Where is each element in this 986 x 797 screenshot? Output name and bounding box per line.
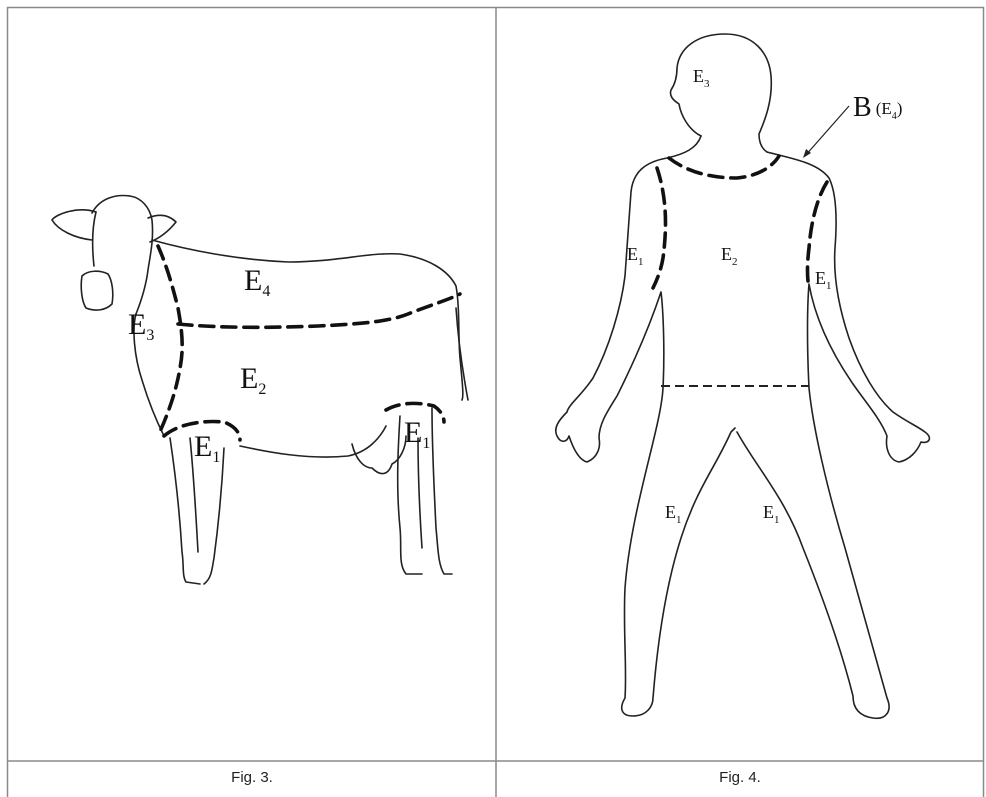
fig4-caption: Fig. 4. [497, 769, 983, 786]
fig3-caption: Fig. 3. [8, 769, 496, 786]
human-label-e1-left-leg: E1 [665, 502, 682, 526]
human-label-e1-left-arm: E1 [627, 244, 644, 268]
cow-label-e4: E4 [244, 264, 270, 300]
fig3-cell: E4 E3 E2 E1 E1 [8, 8, 496, 761]
cow-zone-borders [158, 246, 460, 440]
human-diagram: E3 B(E4) E2 E1 E1 E1 E1 [497, 8, 983, 761]
cow-label-e2: E2 [240, 362, 266, 398]
fig4-cell: E3 B(E4) E2 E1 E1 E1 E1 [497, 8, 983, 761]
cow-label-e1-rear: E1 [404, 416, 430, 452]
human-label-e3: E3 [693, 66, 710, 90]
human-outline [556, 34, 930, 718]
cow-label-e3: E3 [128, 308, 154, 344]
cow-label-e1-front: E1 [194, 430, 220, 466]
human-label-e2: E2 [721, 244, 738, 268]
human-label-e1-right-leg: E1 [763, 502, 780, 526]
b-e4-arrow [803, 106, 849, 158]
cow-diagram: E4 E3 E2 E1 E1 [8, 8, 496, 761]
human-label-e1-right-arm: E1 [815, 268, 832, 292]
human-label-b-e4: B(E4) [853, 92, 902, 123]
human-zone-borders [653, 156, 827, 386]
